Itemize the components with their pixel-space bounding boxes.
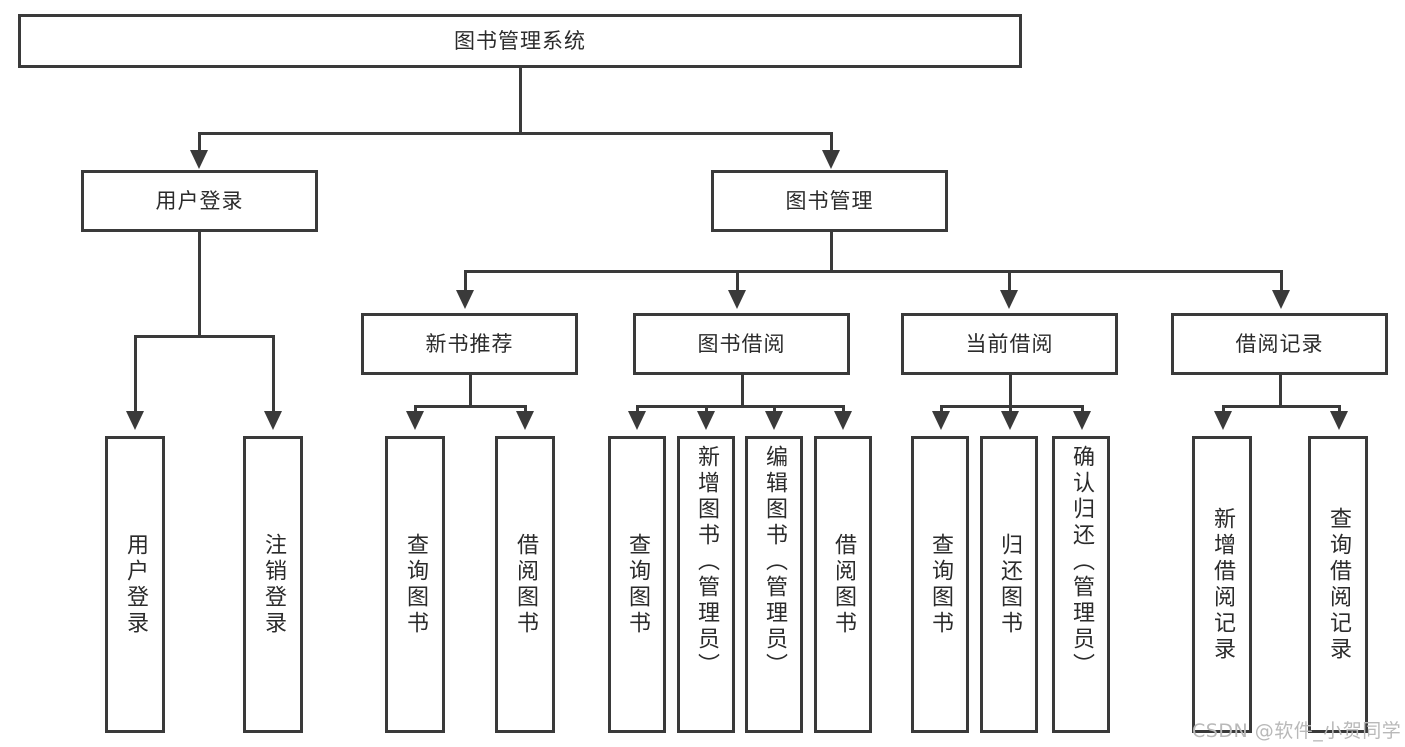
arrowhead-level2-3	[1000, 290, 1018, 309]
leaf-query-book-borrow[interactable]: 查询图书	[608, 436, 666, 733]
connector-borrow-record-stem	[1279, 375, 1282, 405]
node-label: 当前借阅	[965, 331, 1054, 356]
node-user-login[interactable]: 用户登录	[81, 170, 318, 232]
connector-root-stem	[519, 68, 522, 132]
connector-book-borrow-drop-2	[705, 405, 708, 415]
arrowhead-level1-right	[822, 150, 840, 169]
connector-current-borrow-drop-1	[940, 405, 943, 415]
connector-level1-drop-right	[830, 132, 833, 154]
arrowhead-new-book-1	[406, 411, 424, 430]
node-label: 图书借阅	[697, 331, 786, 356]
node-label: 借阅图书	[513, 532, 538, 637]
connector-borrow-record-drop-2	[1338, 405, 1341, 415]
node-label: 确认归还（管理员）	[1069, 445, 1094, 679]
node-label: 查询图书	[928, 532, 953, 637]
node-label: 新书推荐	[425, 331, 514, 356]
connector-book-borrow-drop-1	[636, 405, 639, 415]
node-borrow-record[interactable]: 借阅记录	[1171, 313, 1388, 375]
node-label: 借阅记录	[1235, 331, 1324, 356]
node-label: 查询图书	[625, 532, 650, 637]
leaf-query-book-current[interactable]: 查询图书	[911, 436, 969, 733]
connector-book-borrow-drop-3	[773, 405, 776, 415]
node-label: 注销登录	[261, 532, 286, 637]
arrowhead-level2-2	[728, 290, 746, 309]
node-label: 图书管理系统	[454, 28, 586, 53]
connector-book-management-stem	[830, 232, 833, 270]
arrowhead-level2-1	[456, 290, 474, 309]
node-current-borrow[interactable]: 当前借阅	[901, 313, 1118, 375]
connector-user-login-bus	[134, 335, 272, 338]
node-label: 借阅图书	[831, 532, 856, 637]
connector-borrow-record-bus	[1222, 405, 1338, 408]
leaf-return-book[interactable]: 归还图书	[980, 436, 1038, 733]
arrowhead-user-login-2	[264, 411, 282, 430]
connector-book-borrow-bus	[636, 405, 842, 408]
leaf-confirm-return-admin[interactable]: 确认归还（管理员）	[1052, 436, 1110, 733]
arrowhead-borrow-record-2	[1330, 411, 1348, 430]
connector-new-book-stem	[469, 375, 472, 405]
leaf-user-login[interactable]: 用户登录	[105, 436, 165, 733]
node-label: 编辑图书（管理员）	[762, 445, 787, 679]
arrowhead-borrow-record-1	[1214, 411, 1232, 430]
node-label: 用户登录	[123, 532, 148, 637]
node-book-management[interactable]: 图书管理	[711, 170, 948, 232]
arrowhead-user-login-1	[126, 411, 144, 430]
node-label: 用户登录	[155, 188, 244, 213]
connector-borrow-record-drop-1	[1222, 405, 1225, 415]
arrowhead-book-borrow-2	[697, 411, 715, 430]
node-label: 图书管理	[785, 188, 874, 213]
connector-level2-drop-1	[464, 270, 467, 294]
connector-current-borrow-stem	[1009, 375, 1012, 405]
connector-level2-drop-2	[736, 270, 739, 294]
leaf-borrow-book[interactable]: 借阅图书	[814, 436, 872, 733]
connector-level2-drop-3	[1008, 270, 1011, 294]
connector-current-borrow-drop-2	[1009, 405, 1012, 415]
node-label: 归还图书	[997, 532, 1022, 637]
arrowhead-book-borrow-3	[765, 411, 783, 430]
arrowhead-current-borrow-1	[932, 411, 950, 430]
arrowhead-book-borrow-4	[834, 411, 852, 430]
connector-level2-drop-4	[1280, 270, 1283, 294]
arrowhead-level2-4	[1272, 290, 1290, 309]
leaf-edit-book-admin[interactable]: 编辑图书（管理员）	[745, 436, 803, 733]
leaf-query-borrow-record[interactable]: 查询借阅记录	[1308, 436, 1368, 733]
leaf-borrow-book-recommend[interactable]: 借阅图书	[495, 436, 555, 733]
connector-book-borrow-stem	[741, 375, 744, 405]
arrowhead-book-borrow-1	[628, 411, 646, 430]
connector-level2-bus	[464, 270, 1280, 273]
arrowhead-current-borrow-2	[1001, 411, 1019, 430]
node-label: 新增借阅记录	[1210, 506, 1235, 663]
node-new-book-recommend[interactable]: 新书推荐	[361, 313, 578, 375]
connector-book-borrow-drop-4	[842, 405, 845, 415]
connector-level1-bus	[198, 132, 830, 135]
connector-new-book-bus	[414, 405, 524, 408]
connector-user-login-drop-2	[272, 335, 275, 415]
node-label: 查询借阅记录	[1326, 506, 1351, 663]
leaf-logout[interactable]: 注销登录	[243, 436, 303, 733]
node-root-book-management-system[interactable]: 图书管理系统	[18, 14, 1022, 68]
node-label: 查询图书	[403, 532, 428, 637]
leaf-add-borrow-record[interactable]: 新增借阅记录	[1192, 436, 1252, 733]
connector-user-login-stem	[198, 232, 201, 335]
connector-user-login-drop-1	[134, 335, 137, 415]
connector-current-borrow-drop-3	[1081, 405, 1084, 415]
connector-new-book-drop-1	[414, 405, 417, 415]
node-book-borrow[interactable]: 图书借阅	[633, 313, 850, 375]
watermark-csdn: CSDN @软件_小贺同学	[1192, 720, 1402, 742]
connector-level1-drop-left	[198, 132, 201, 154]
node-label: 新增图书（管理员）	[694, 445, 719, 679]
leaf-add-book-admin[interactable]: 新增图书（管理员）	[677, 436, 735, 733]
arrowhead-new-book-2	[516, 411, 534, 430]
connector-new-book-drop-2	[524, 405, 527, 415]
arrowhead-level1-left	[190, 150, 208, 169]
arrowhead-current-borrow-3	[1073, 411, 1091, 430]
leaf-query-book-recommend[interactable]: 查询图书	[385, 436, 445, 733]
